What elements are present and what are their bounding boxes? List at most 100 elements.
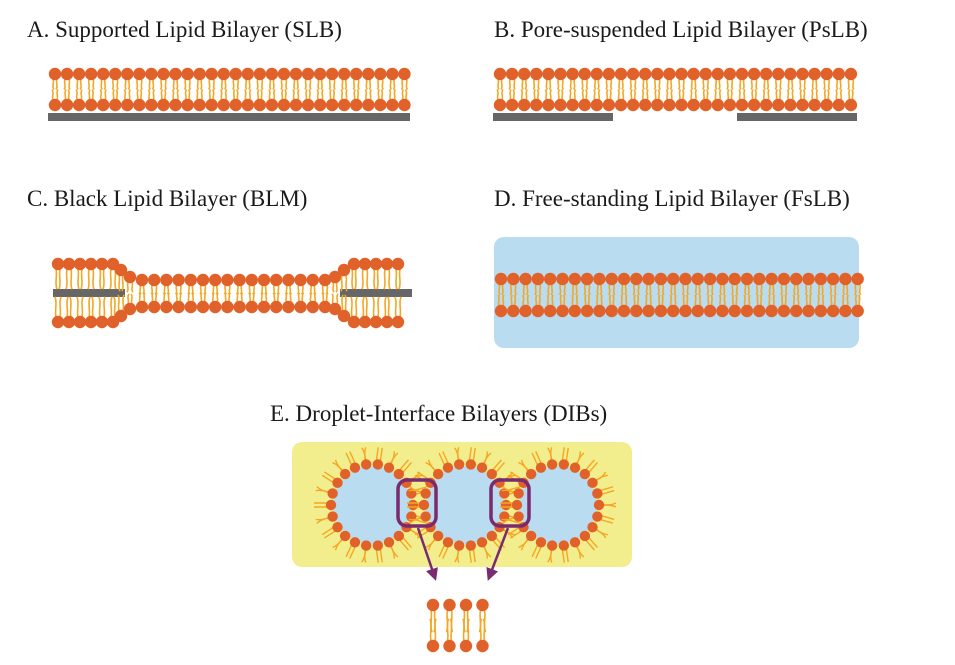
lipid-tail [54, 296, 57, 317]
lipid-tail [689, 89, 693, 101]
lipid-head [651, 67, 664, 81]
lipid-head [181, 67, 194, 81]
lipid-tail [829, 283, 832, 296]
lipid [426, 618, 440, 653]
lipid-tail [75, 89, 78, 101]
panel-d-free-standing-bilayer [494, 237, 864, 348]
lipid-tail [524, 78, 528, 90]
lipid-head [554, 98, 567, 112]
lipid-tail [645, 283, 649, 296]
lipid-head [184, 273, 197, 287]
lipid-tail [394, 296, 397, 317]
lipid-head [443, 639, 456, 653]
lipid-tail [64, 89, 67, 101]
lipid-tail [328, 78, 331, 90]
lipid-head [796, 67, 809, 81]
lipid-tail [681, 89, 685, 101]
lipid-tail [236, 78, 240, 90]
lipid-tail [341, 78, 344, 90]
lipid-tail [128, 89, 131, 101]
lipid-tail [434, 618, 437, 641]
lipid [313, 89, 327, 112]
lipid-tail [686, 283, 690, 296]
lipid-head [358, 257, 372, 271]
lipid-tail [642, 78, 645, 90]
lipid-tail [329, 89, 332, 101]
lipid-tail [340, 89, 344, 101]
lipid-tail [292, 89, 295, 101]
lipid [851, 272, 864, 296]
lipid-head [289, 67, 303, 81]
lipid-tail [823, 89, 827, 101]
lipid-head [530, 98, 543, 112]
lipid-head [270, 273, 283, 287]
lipid-head [642, 272, 655, 286]
lipid-tail [376, 269, 379, 290]
lipid-tail [377, 296, 380, 317]
lipid-head [109, 98, 122, 112]
lipid-head [282, 300, 295, 314]
lipid-tail [113, 296, 116, 317]
lipid [687, 89, 700, 112]
solid-substrate [48, 113, 410, 121]
lipid-tail [191, 292, 195, 303]
lipid-tail [811, 78, 815, 90]
lipid-tail [545, 78, 549, 90]
lipid [839, 294, 852, 318]
lipid-tail [646, 89, 649, 101]
lipid-tail [597, 78, 600, 90]
lipid-tail [224, 78, 227, 90]
lipid-head [587, 521, 598, 533]
lipid [740, 294, 754, 318]
lipid [554, 67, 567, 90]
lipid [802, 294, 815, 318]
lipid-tail [670, 283, 673, 296]
lipid [196, 273, 210, 295]
lipid-head [349, 462, 361, 473]
lipid-tail [163, 89, 167, 101]
lipid-tail [429, 618, 432, 641]
lipid-tail [796, 283, 800, 296]
lipid-tail [654, 89, 657, 101]
lipid [578, 67, 591, 90]
lipid-tail [220, 89, 223, 101]
lipid [568, 272, 581, 296]
lipid-head [569, 462, 581, 473]
lipid-head [802, 272, 815, 286]
lipid-tail [232, 78, 235, 90]
lipid-head [369, 315, 383, 329]
lipid-tail [281, 89, 284, 101]
lipid [193, 89, 206, 112]
lipid [233, 292, 246, 314]
lipid-tail [775, 89, 778, 101]
lipid-head [318, 300, 332, 314]
lipid-head [337, 309, 351, 323]
lipid [184, 292, 197, 314]
lipid [398, 89, 411, 112]
lipid [602, 89, 616, 112]
lipid-head [531, 304, 545, 318]
lipid-tail [139, 284, 142, 295]
lipid-head [814, 304, 827, 318]
lipid-tail [260, 89, 263, 101]
lipid-head [60, 98, 74, 112]
lipid-tail [621, 283, 624, 296]
lipid-tail [805, 294, 809, 307]
lipid-tail [630, 89, 633, 101]
lipid-tail [92, 78, 95, 90]
lipid-head [73, 315, 87, 329]
lipid-head [546, 540, 558, 551]
lipid-tail [345, 274, 348, 292]
lipid-head [339, 530, 351, 542]
lipid-tail [80, 89, 83, 101]
lipid-head [325, 499, 337, 511]
lipid-head [418, 499, 430, 511]
lipid-head [157, 67, 170, 81]
lipid [374, 67, 387, 90]
lipid-tail [239, 284, 243, 295]
lipid-tail [698, 283, 701, 296]
lipid [196, 292, 210, 314]
lipid [84, 67, 98, 90]
lipid [73, 296, 87, 329]
lipid [617, 294, 631, 318]
